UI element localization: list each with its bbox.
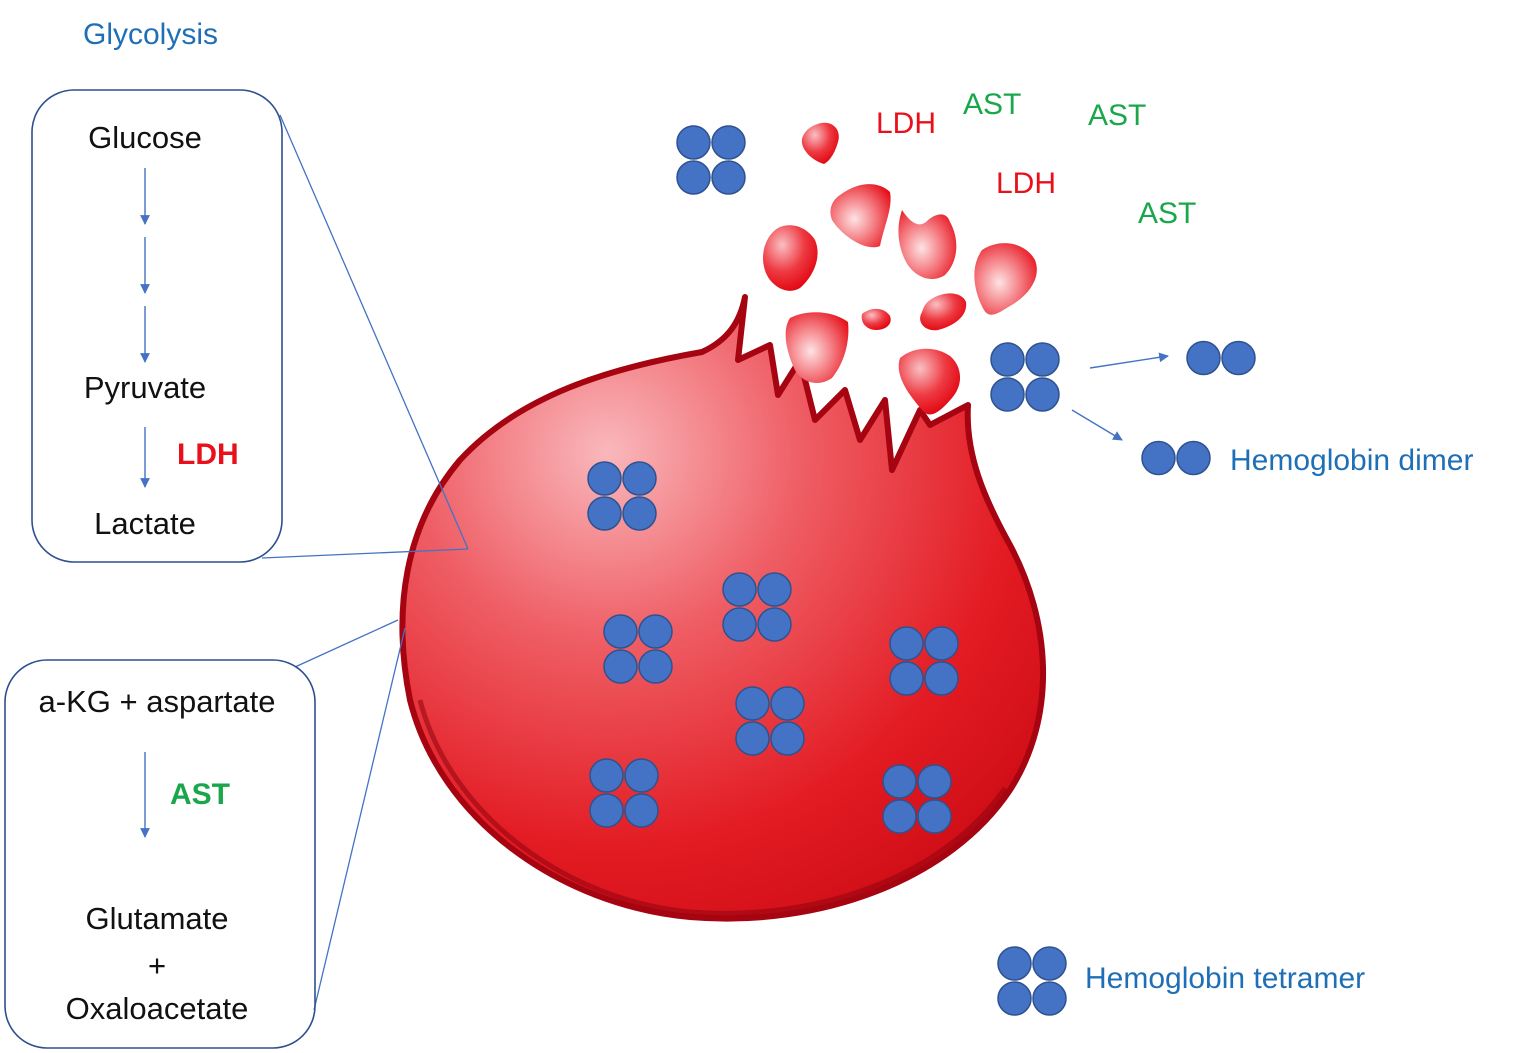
transamination-box <box>4 659 316 1049</box>
plus-sign: + <box>147 948 167 983</box>
released-ldh-label: LDH <box>996 167 1057 200</box>
dissociation-arrows <box>1071 352 1169 441</box>
membrane-fragment-icon <box>898 348 961 415</box>
hemoglobin-tetramer-icon <box>603 614 673 684</box>
hemoglobin-tetramer-icon <box>889 626 959 696</box>
released-ldh-label: LDH <box>876 107 937 140</box>
hemoglobin-tetramer-icon <box>676 125 746 195</box>
pyruvate-label: Pyruvate <box>83 370 207 405</box>
membrane-fragment-icon <box>801 122 839 164</box>
hemoglobin-tetramer-label: Hemoglobin tetramer <box>1085 962 1366 995</box>
oxaloacetate-label: Oxaloacetate <box>65 991 249 1026</box>
membrane-fragment-icon <box>763 225 818 291</box>
released-ast-label: AST <box>1088 99 1147 132</box>
ast-enzyme-label: AST <box>170 778 230 811</box>
hemoglobin-dimer-label: Hemoglobin dimer <box>1230 444 1474 477</box>
ldh-enzyme-label: LDH <box>177 438 239 471</box>
released-ast-label: AST <box>963 88 1022 121</box>
lactate-label: Lactate <box>94 506 196 541</box>
glycolysis-box <box>31 89 283 563</box>
membrane-fragment-icon <box>920 293 967 331</box>
membrane-fragment-icon <box>974 243 1037 315</box>
membrane-fragment-icon <box>785 312 849 383</box>
hemoglobin-tetramer-icon <box>722 572 792 642</box>
glucose-label: Glucose <box>88 120 202 155</box>
hemoglobin-tetramer-icon <box>882 764 952 834</box>
red-blood-cell-icon <box>399 294 1047 922</box>
glutamate-label: Glutamate <box>85 901 229 936</box>
hemoglobin-tetramer-icon <box>735 686 805 756</box>
membrane-fragment-icon <box>861 308 891 330</box>
hemoglobin-tetramer-icon <box>997 946 1067 1016</box>
membrane-fragment-icon <box>898 210 957 280</box>
hemoglobin-tetramer-icon <box>589 758 659 828</box>
hemoglobin-dimer-icon <box>1141 440 1211 476</box>
membrane-fragment-icon <box>830 184 891 248</box>
glycolysis-title: Glycolysis <box>83 18 219 51</box>
membrane-fragments <box>763 122 1037 415</box>
hemoglobin-tetramer-icon <box>990 342 1060 412</box>
released-ast-label: AST <box>1138 197 1197 230</box>
hemoglobin-tetramer-icon <box>587 461 657 531</box>
hemoglobin-layer <box>587 125 1256 1016</box>
substrates-label: a-KG + aspartate <box>38 684 276 719</box>
connector-lines <box>261 114 469 1011</box>
hemoglobin-dimer-icon <box>1186 340 1256 376</box>
